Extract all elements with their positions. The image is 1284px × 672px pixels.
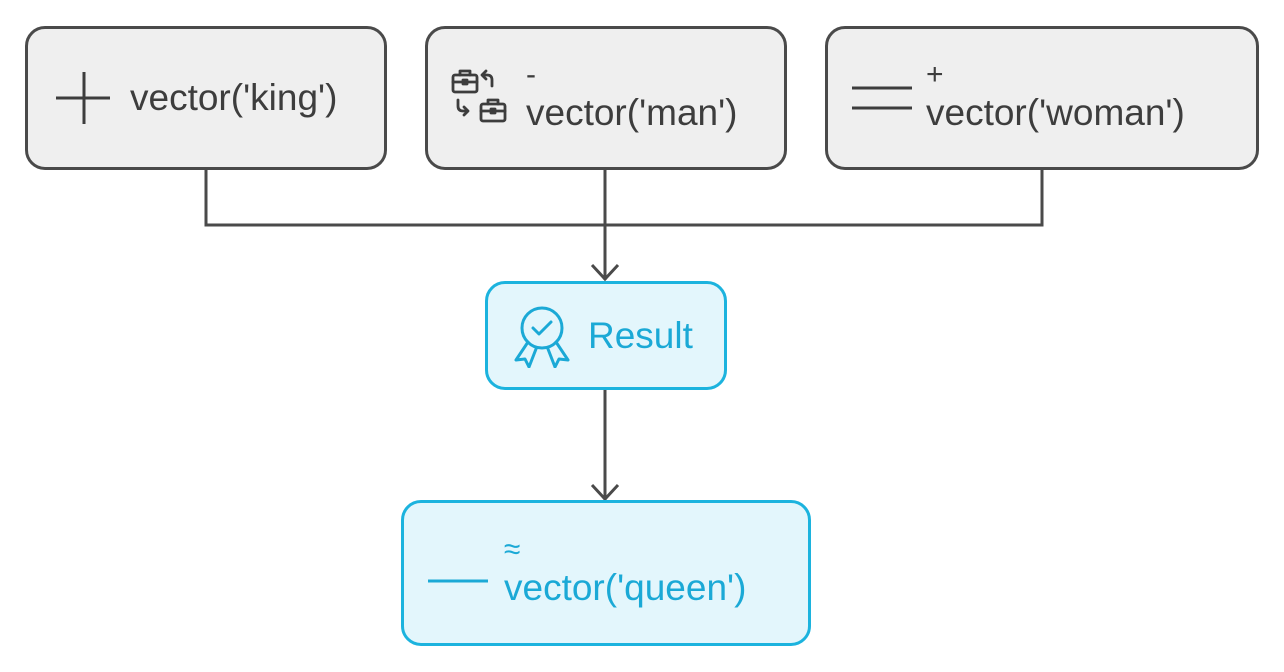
node-queen-operator: ≈ (504, 533, 521, 566)
connector-woman (605, 169, 1044, 227)
award-badge-icon (510, 304, 574, 368)
node-result[interactable]: Result (485, 281, 727, 390)
node-king[interactable]: vector('king') (25, 26, 387, 170)
equals-icon (850, 66, 914, 130)
node-man-operator: - (526, 58, 536, 91)
node-king-label: vector('king') (130, 77, 338, 118)
line-icon (428, 541, 490, 605)
arrowhead-result (590, 263, 620, 282)
node-woman[interactable]: + vector('woman') (825, 26, 1259, 170)
node-man[interactable]: - vector('man') (425, 26, 787, 170)
plus-icon (52, 66, 116, 130)
node-queen-label: vector('queen') (504, 567, 747, 608)
node-man-label: vector('man') (526, 92, 738, 133)
connector-king (204, 169, 605, 227)
swap-briefcases-icon (450, 66, 514, 130)
node-woman-label: vector('woman') (926, 92, 1185, 133)
arrowhead-queen (590, 483, 620, 502)
node-woman-operator: + (926, 58, 944, 91)
node-queen[interactable]: ≈ vector('queen') (401, 500, 811, 646)
node-result-label: Result (588, 314, 693, 356)
